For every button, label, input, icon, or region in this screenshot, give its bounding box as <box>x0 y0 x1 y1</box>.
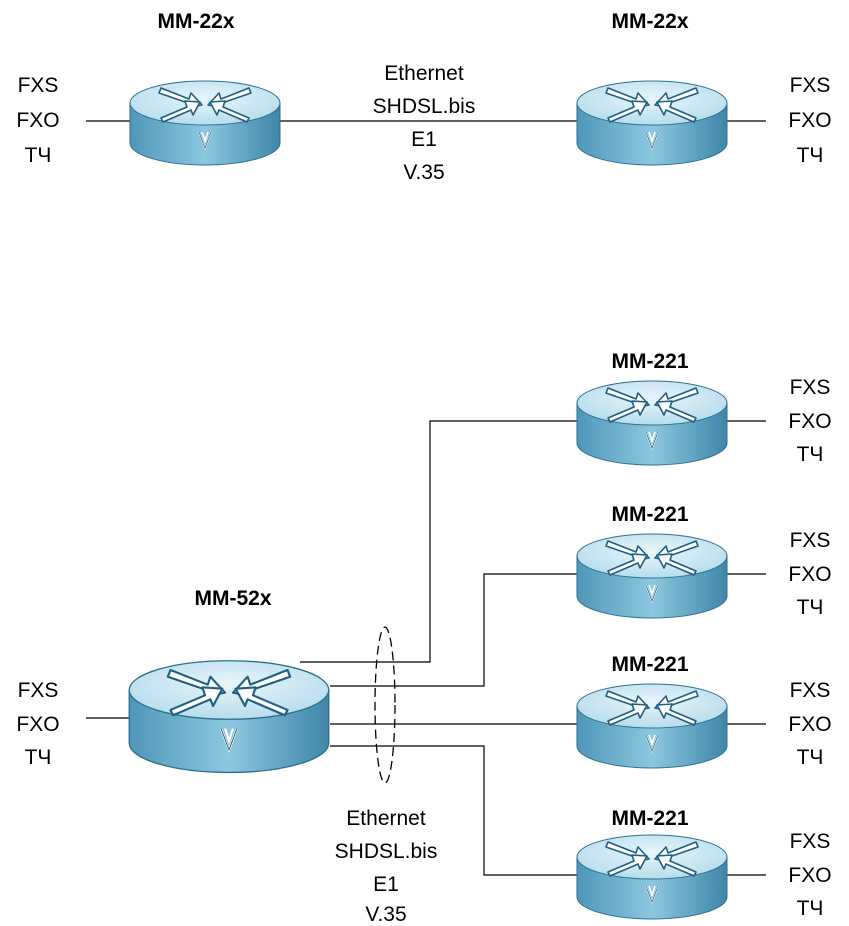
port-fxo: FXO <box>788 864 831 887</box>
router-mm221-icon <box>576 683 728 769</box>
link-type-ethernet: Ethernet <box>384 62 464 85</box>
link-line-remote-2 <box>330 573 578 687</box>
router-title-left: MM-22x <box>157 10 234 33</box>
link-type-v35: V.35 <box>403 161 444 184</box>
port-fxs: FXS <box>790 529 831 552</box>
router-mm221-icon <box>576 834 728 920</box>
port-tch: ТЧ <box>25 144 52 167</box>
link-type-shdsl: SHDSL.bis <box>335 840 438 863</box>
port-tch: ТЧ <box>25 746 52 769</box>
router-title-hub: MM-52x <box>194 587 271 610</box>
port-fxs: FXS <box>18 679 59 702</box>
link-line-remote-4 <box>330 745 578 876</box>
link-type-v35: V.35 <box>365 903 406 926</box>
port-tch: ТЧ <box>797 897 824 920</box>
link-type-e1: E1 <box>373 873 399 896</box>
port-fxo: FXO <box>788 410 831 433</box>
port-fxs: FXS <box>790 74 831 97</box>
link-type-e1: E1 <box>411 128 437 151</box>
router-title-remote: MM-221 <box>611 350 688 373</box>
router-mm221-icon <box>576 380 728 466</box>
port-tch: ТЧ <box>797 144 824 167</box>
port-fxs: FXS <box>18 74 59 97</box>
router-title-remote: MM-221 <box>611 653 688 676</box>
router-mm22x-left-icon <box>129 80 281 166</box>
link-type-ethernet: Ethernet <box>346 807 426 830</box>
port-tch: ТЧ <box>797 746 824 769</box>
router-mm22x-right-icon <box>576 80 728 166</box>
port-tch: ТЧ <box>797 596 824 619</box>
port-tch: ТЧ <box>797 443 824 466</box>
link-line-remote-1 <box>300 420 578 663</box>
port-fxo: FXO <box>16 109 59 132</box>
port-fxo: FXO <box>788 563 831 586</box>
link-type-shdsl: SHDSL.bis <box>373 95 476 118</box>
port-fxs: FXS <box>790 679 831 702</box>
port-fxo: FXO <box>788 109 831 132</box>
link-bundle-marker <box>374 626 396 784</box>
router-title-remote: MM-221 <box>611 503 688 526</box>
router-title-right: MM-22x <box>611 10 688 33</box>
port-fxs: FXS <box>790 376 831 399</box>
port-fxo: FXO <box>16 713 59 736</box>
port-fxo: FXO <box>788 713 831 736</box>
router-mm52x-icon <box>128 659 330 774</box>
port-fxs: FXS <box>790 830 831 853</box>
router-mm221-icon <box>576 533 728 619</box>
router-title-remote: MM-221 <box>611 807 688 830</box>
